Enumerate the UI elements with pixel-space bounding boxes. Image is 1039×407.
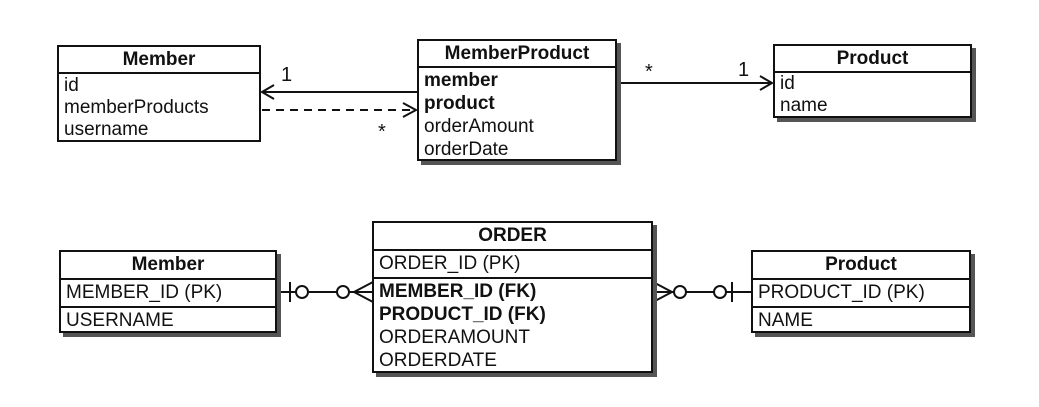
uml-product-class: Product id name: [773, 44, 972, 118]
erd-order-pk: ORDER_ID (PK): [374, 251, 651, 279]
multiplicity-product-one: 1: [738, 59, 750, 81]
erd-order-column: ORDERDATE: [379, 350, 497, 371]
erd-order-columns: MEMBER_ID (FK) PRODUCT_ID (FK) ORDERAMOU…: [374, 279, 651, 372]
uml-memberproduct-field: orderAmount: [424, 116, 534, 137]
uml-product-field: id: [780, 73, 795, 94]
uml-member-field: id: [64, 75, 79, 96]
association-memberproduct-product: [616, 75, 774, 91]
uml-member-field: memberProducts: [64, 97, 209, 118]
uml-member-field: username: [64, 119, 149, 140]
multiplicity-memberproduct-many-right: *: [645, 61, 653, 83]
erd-member-table: Member MEMBER_ID (PK) USERNAME: [59, 250, 277, 333]
erd-member-column: USERNAME: [66, 310, 174, 331]
erd-order-column: ORDERAMOUNT: [379, 327, 530, 348]
uml-member-fields: id memberProducts username: [59, 74, 259, 141]
multiplicity-member-one: 1: [281, 64, 293, 86]
erd-order-title: ORDER: [374, 223, 651, 251]
uml-memberproduct-field: member: [424, 70, 498, 91]
uml-memberproduct-field: product: [424, 93, 495, 114]
association-member-memberproduct: [260, 84, 417, 100]
relationship-member-order: [277, 281, 374, 303]
uml-product-field: name: [780, 95, 828, 116]
uml-memberproduct-class: MemberProduct member product orderAmount…: [417, 39, 617, 161]
uml-memberproduct-title: MemberProduct: [419, 41, 615, 68]
uml-product-title: Product: [775, 46, 970, 73]
erd-order-table: ORDER ORDER_ID (PK) MEMBER_ID (FK) PRODU…: [372, 221, 653, 373]
multiplicity-memberproduct-many: *: [378, 121, 386, 143]
uml-memberproduct-field: orderDate: [424, 139, 509, 160]
uml-member-title: Member: [59, 47, 259, 74]
uml-product-fields: id name: [775, 73, 970, 117]
erd-product-table: Product PRODUCT_ID (PK) NAME: [751, 250, 971, 333]
erd-product-column: NAME: [758, 310, 813, 331]
erd-order-fk: PRODUCT_ID (FK): [379, 304, 546, 325]
uml-memberproduct-fields: member product orderAmount orderDate: [419, 68, 615, 161]
erd-order-fk: MEMBER_ID (FK): [379, 281, 537, 302]
uml-member-class: Member id memberProducts username: [57, 45, 261, 142]
relationship-order-product: [652, 281, 752, 303]
navigation-member-to-memberproduct: [262, 102, 419, 118]
erd-product-title: Product: [753, 252, 969, 280]
erd-product-pk: PRODUCT_ID (PK): [753, 280, 969, 308]
erd-member-pk: MEMBER_ID (PK): [61, 280, 275, 308]
erd-member-title: Member: [61, 252, 275, 280]
